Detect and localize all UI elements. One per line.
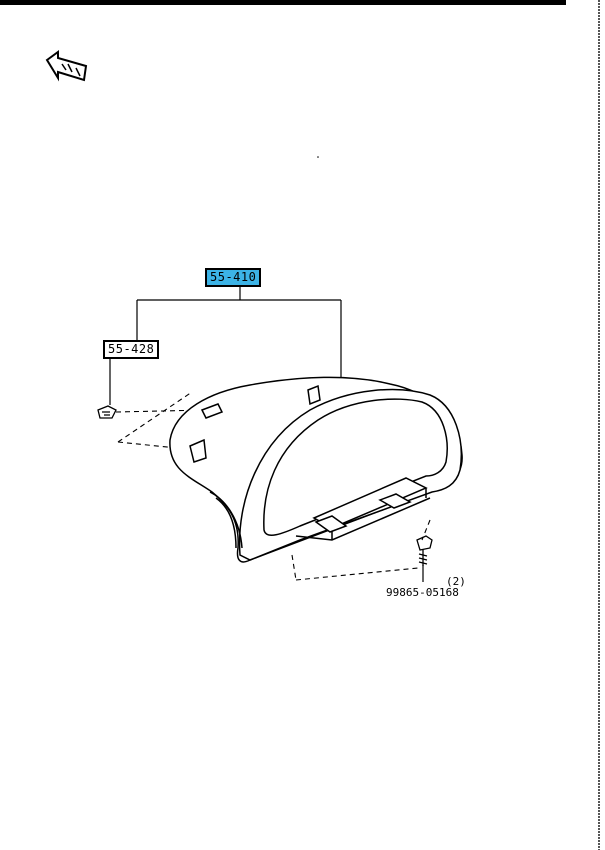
screw-fastener [416, 535, 433, 566]
part-number-callout-screw[interactable]: 99865-05168 [386, 586, 459, 599]
part-number-callout-clip[interactable]: 55-428 [103, 340, 160, 359]
part-number-callout-main[interactable]: 55-410 [205, 268, 262, 287]
meter-hood [169, 376, 463, 563]
screw-quantity-label: (2) [446, 575, 466, 588]
scan-speck [317, 156, 319, 158]
page-top-bar [0, 0, 566, 5]
front-arrow-icon [45, 50, 88, 82]
clip-fastener [97, 405, 117, 419]
